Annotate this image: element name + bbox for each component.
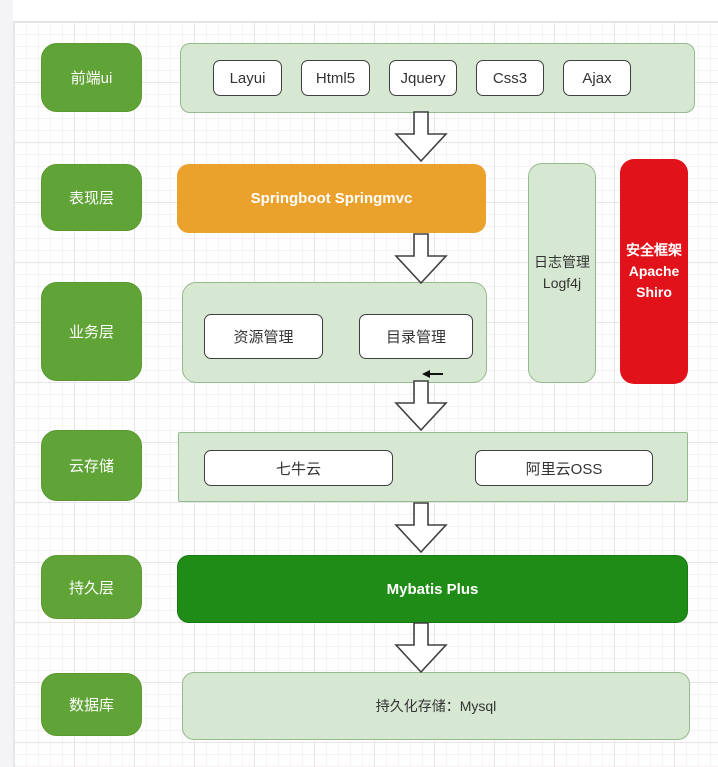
chip-ajax[interactable]: Ajax: [563, 60, 631, 96]
mysql-storage-box[interactable]: 持久化存储：Mysql: [182, 672, 690, 740]
security-label-shiro: Shiro: [636, 284, 672, 300]
canvas-top-gutter: [13, 0, 718, 22]
catalog-manage-box[interactable]: 目录管理: [359, 314, 473, 359]
frontend-ui-group[interactable]: Layui Html5 Jquery Css3 Ajax: [180, 43, 695, 113]
layer-label: 持久层: [68, 579, 114, 597]
layer-business[interactable]: 业务层: [41, 282, 142, 381]
springboot-label: Springboot Springmvc: [250, 190, 413, 207]
mybatis-plus-label: Mybatis Plus: [386, 580, 479, 598]
catalog-manage-label: 目录管理: [385, 329, 446, 346]
down-arrow-icon[interactable]: [394, 380, 448, 432]
layer-presentation[interactable]: 表现层: [41, 164, 142, 231]
chip-label: Css3: [492, 69, 528, 87]
business-group[interactable]: 资源管理 目录管理: [182, 282, 487, 383]
springboot-springmvc-box[interactable]: Springboot Springmvc: [177, 164, 486, 233]
layer-label: 云存储: [68, 458, 114, 475]
aliyun-oss-box[interactable]: 阿里云OSS: [475, 450, 653, 486]
down-arrow-icon[interactable]: [394, 111, 448, 163]
qiniu-cloud-label: 七牛云: [275, 460, 321, 478]
chip-label: Html5: [315, 69, 356, 87]
cloud-storage-group[interactable]: 七牛云 阿里云OSS: [178, 432, 688, 502]
logging-label-en: Logf4j: [542, 275, 582, 291]
down-arrow-icon[interactable]: [394, 233, 448, 285]
security-label-cn: 安全框架: [626, 242, 682, 258]
security-label-apache: Apache: [628, 263, 680, 279]
layer-label: 表现层: [68, 190, 114, 207]
logging-label-cn: 日志管理: [534, 254, 590, 270]
left-arrow-icon[interactable]: [421, 368, 445, 380]
qiniu-cloud-box[interactable]: 七牛云: [204, 450, 393, 486]
down-arrow-icon[interactable]: [394, 502, 448, 554]
layer-label: 业务层: [68, 324, 114, 341]
mybatis-plus-box[interactable]: Mybatis Plus: [177, 555, 688, 623]
chip-label: Ajax: [582, 69, 612, 87]
chip-css3[interactable]: Css3: [476, 60, 544, 96]
chip-jquery[interactable]: Jquery: [389, 60, 457, 96]
chip-layui[interactable]: Layui: [213, 60, 282, 96]
security-shiro-box[interactable]: 安全框架 Apache Shiro: [620, 159, 688, 384]
resource-manage-box[interactable]: 资源管理: [204, 314, 323, 359]
layer-database[interactable]: 数据库: [41, 673, 142, 736]
canvas-left-gutter: [0, 0, 14, 767]
layer-frontend-ui[interactable]: 前端ui: [41, 43, 142, 112]
chip-html5[interactable]: Html5: [301, 60, 370, 96]
layer-cloud-storage[interactable]: 云存储: [41, 430, 142, 501]
chip-label: Layui: [229, 69, 266, 87]
chip-label: Jquery: [400, 69, 446, 87]
mysql-storage-label: 持久化存储：Mysql: [375, 697, 497, 714]
diagram-canvas[interactable]: [14, 22, 718, 767]
aliyun-oss-label: 阿里云OSS: [525, 460, 603, 478]
logging-logf4j-box[interactable]: 日志管理 Logf4j: [528, 163, 596, 383]
down-arrow-icon[interactable]: [394, 622, 448, 674]
layer-label: 前端ui: [70, 70, 113, 87]
resource-manage-label: 资源管理: [233, 329, 294, 346]
layer-label: 数据库: [68, 697, 114, 714]
layer-persistence[interactable]: 持久层: [41, 555, 142, 619]
